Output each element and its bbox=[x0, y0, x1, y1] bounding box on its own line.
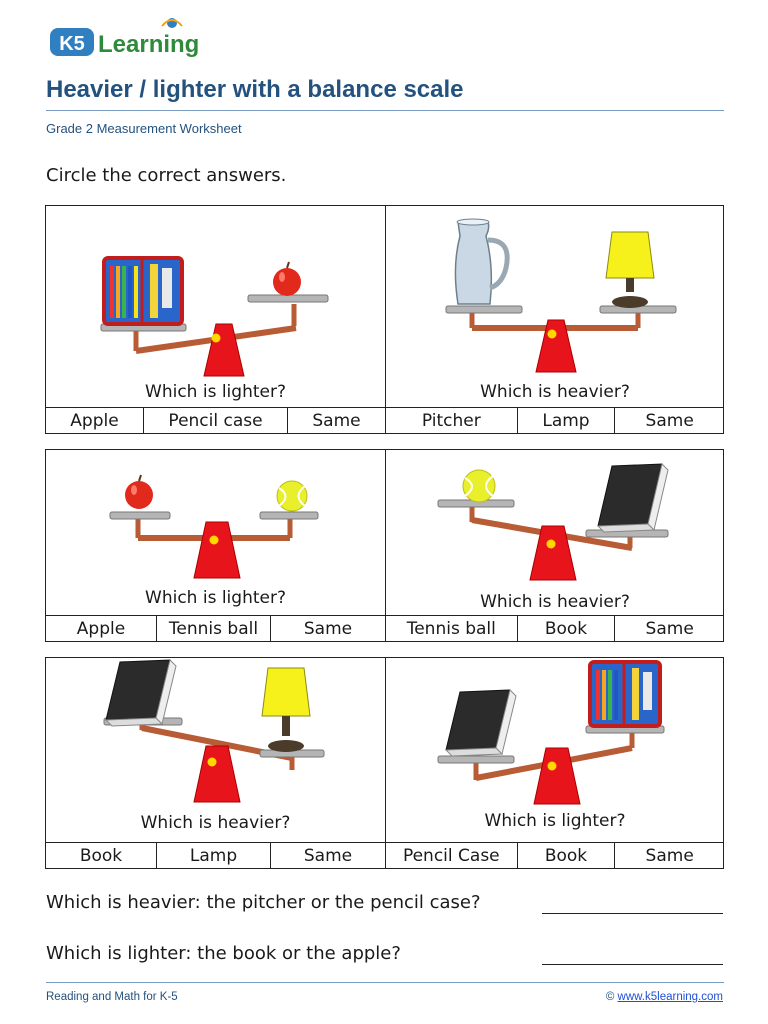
answer-options: Apple Pencil case Same bbox=[46, 407, 385, 433]
answer-option-pencil-case[interactable]: Pencil Case bbox=[386, 843, 518, 868]
bonus-question-1: Which is heavier: the pitcher or the pen… bbox=[46, 892, 481, 913]
footer-credit: © www.k5learning.com bbox=[606, 991, 723, 1003]
balance-scale-illustration bbox=[103, 659, 325, 803]
answer-option-lamp[interactable]: Lamp bbox=[157, 843, 271, 868]
answer-option-same[interactable]: Same bbox=[645, 618, 694, 639]
footer-divider bbox=[46, 982, 724, 983]
problem-4: Which is heavier? Tennis ball Book Same bbox=[385, 450, 724, 641]
k5-learning-logo: K5 Learning bbox=[48, 14, 218, 60]
answer-option-same[interactable]: Same bbox=[303, 845, 353, 866]
answer-options: Book Lamp Same bbox=[46, 842, 385, 868]
problem-row-3: Which is heavier? Book Lamp Same bbox=[45, 657, 724, 869]
balance-scale-illustration bbox=[437, 660, 665, 805]
problem-2: Which is heavier? Pitcher Lamp Same bbox=[385, 206, 724, 433]
pencil-case-icon bbox=[588, 660, 662, 728]
answer-option-tennis-ball[interactable]: Tennis ball bbox=[386, 616, 518, 641]
answer-option-book[interactable]: Book bbox=[46, 843, 157, 868]
answer-options: Pencil Case Book Same bbox=[386, 842, 724, 868]
balance-scale-illustration bbox=[445, 218, 677, 373]
pitcher-icon bbox=[454, 218, 510, 305]
logo-graphic: K5 Learning bbox=[50, 18, 199, 58]
balance-scale-illustration bbox=[437, 463, 669, 581]
problem-1: Which is lighter? Apple Pencil case Same bbox=[46, 206, 385, 433]
problem-6: Which is lighter? Pencil Case Book Same bbox=[385, 658, 724, 868]
question-text: Which is lighter? bbox=[145, 382, 286, 402]
lamp-icon bbox=[605, 231, 655, 308]
answer-option-pencil-case[interactable]: Pencil case bbox=[144, 408, 288, 433]
logo-word: Learning bbox=[98, 31, 199, 58]
answer-option-apple[interactable]: Apple bbox=[46, 408, 144, 433]
balance-scale-illustration bbox=[100, 256, 329, 377]
answer-options: Apple Tennis ball Same bbox=[46, 615, 385, 641]
bonus-question-2: Which is lighter: the book or the apple? bbox=[46, 943, 401, 964]
book-icon bbox=[596, 463, 669, 533]
answer-option-book[interactable]: Book bbox=[518, 616, 616, 641]
page-title: Heavier / lighter with a balance scale bbox=[46, 76, 464, 103]
answer-option-same[interactable]: Same bbox=[645, 845, 694, 866]
footer-tagline: Reading and Math for K-5 bbox=[46, 991, 178, 1003]
problem-row-2: Which is lighter? Apple Tennis ball Same bbox=[45, 449, 724, 642]
answer-option-lamp[interactable]: Lamp bbox=[518, 408, 616, 433]
instruction-text: Circle the correct answers. bbox=[46, 165, 287, 186]
book-icon bbox=[444, 689, 517, 757]
answer-option-tennis-ball[interactable]: Tennis ball bbox=[157, 616, 271, 641]
answer-option-same[interactable]: Same bbox=[303, 618, 353, 639]
header-divider bbox=[46, 110, 724, 111]
question-text: Which is heavier? bbox=[480, 382, 630, 402]
tennis-ball-icon bbox=[462, 469, 496, 503]
lamp-icon bbox=[261, 667, 311, 752]
question-text: Which is heavier? bbox=[140, 813, 291, 833]
question-text: Which is lighter? bbox=[484, 811, 626, 831]
page-subtitle: Grade 2 Measurement Worksheet bbox=[46, 121, 242, 136]
answer-option-book[interactable]: Book bbox=[518, 843, 616, 868]
apple-icon bbox=[273, 261, 301, 296]
problem-row-1: Which is lighter? Apple Pencil case Same bbox=[45, 205, 724, 434]
problem-5: Which is heavier? Book Lamp Same bbox=[46, 658, 385, 868]
question-text: Which is lighter? bbox=[145, 588, 286, 608]
answer-blank-2[interactable] bbox=[542, 964, 723, 965]
problem-3: Which is lighter? Apple Tennis ball Same bbox=[46, 450, 385, 641]
answer-option-apple[interactable]: Apple bbox=[46, 616, 157, 641]
answer-options: Pitcher Lamp Same bbox=[386, 407, 724, 433]
copyright-symbol: © bbox=[605, 991, 615, 1003]
answer-option-same[interactable]: Same bbox=[645, 410, 694, 431]
pencil-case-icon bbox=[102, 256, 184, 326]
balance-scale-illustration bbox=[109, 474, 319, 579]
apple-icon bbox=[125, 474, 153, 509]
book-icon bbox=[104, 659, 177, 727]
question-text: Which is heavier? bbox=[480, 592, 630, 612]
website-link[interactable]: www.k5learning.com bbox=[617, 991, 723, 1003]
answer-options: Tennis ball Book Same bbox=[386, 615, 724, 641]
answer-option-pitcher[interactable]: Pitcher bbox=[386, 408, 518, 433]
logo-badge: K5 bbox=[59, 33, 85, 55]
answer-option-same[interactable]: Same bbox=[312, 410, 361, 431]
answer-blank-1[interactable] bbox=[542, 913, 723, 914]
tennis-ball-icon bbox=[276, 480, 308, 512]
